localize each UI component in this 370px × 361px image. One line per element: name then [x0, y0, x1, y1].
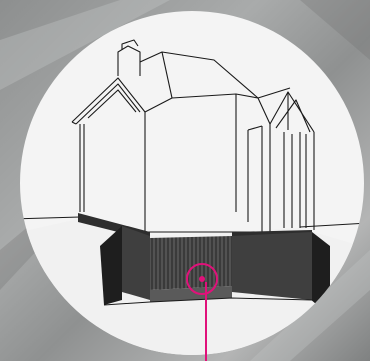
- house-foundation-diagram: [0, 0, 370, 361]
- illustration-stage: [0, 0, 370, 361]
